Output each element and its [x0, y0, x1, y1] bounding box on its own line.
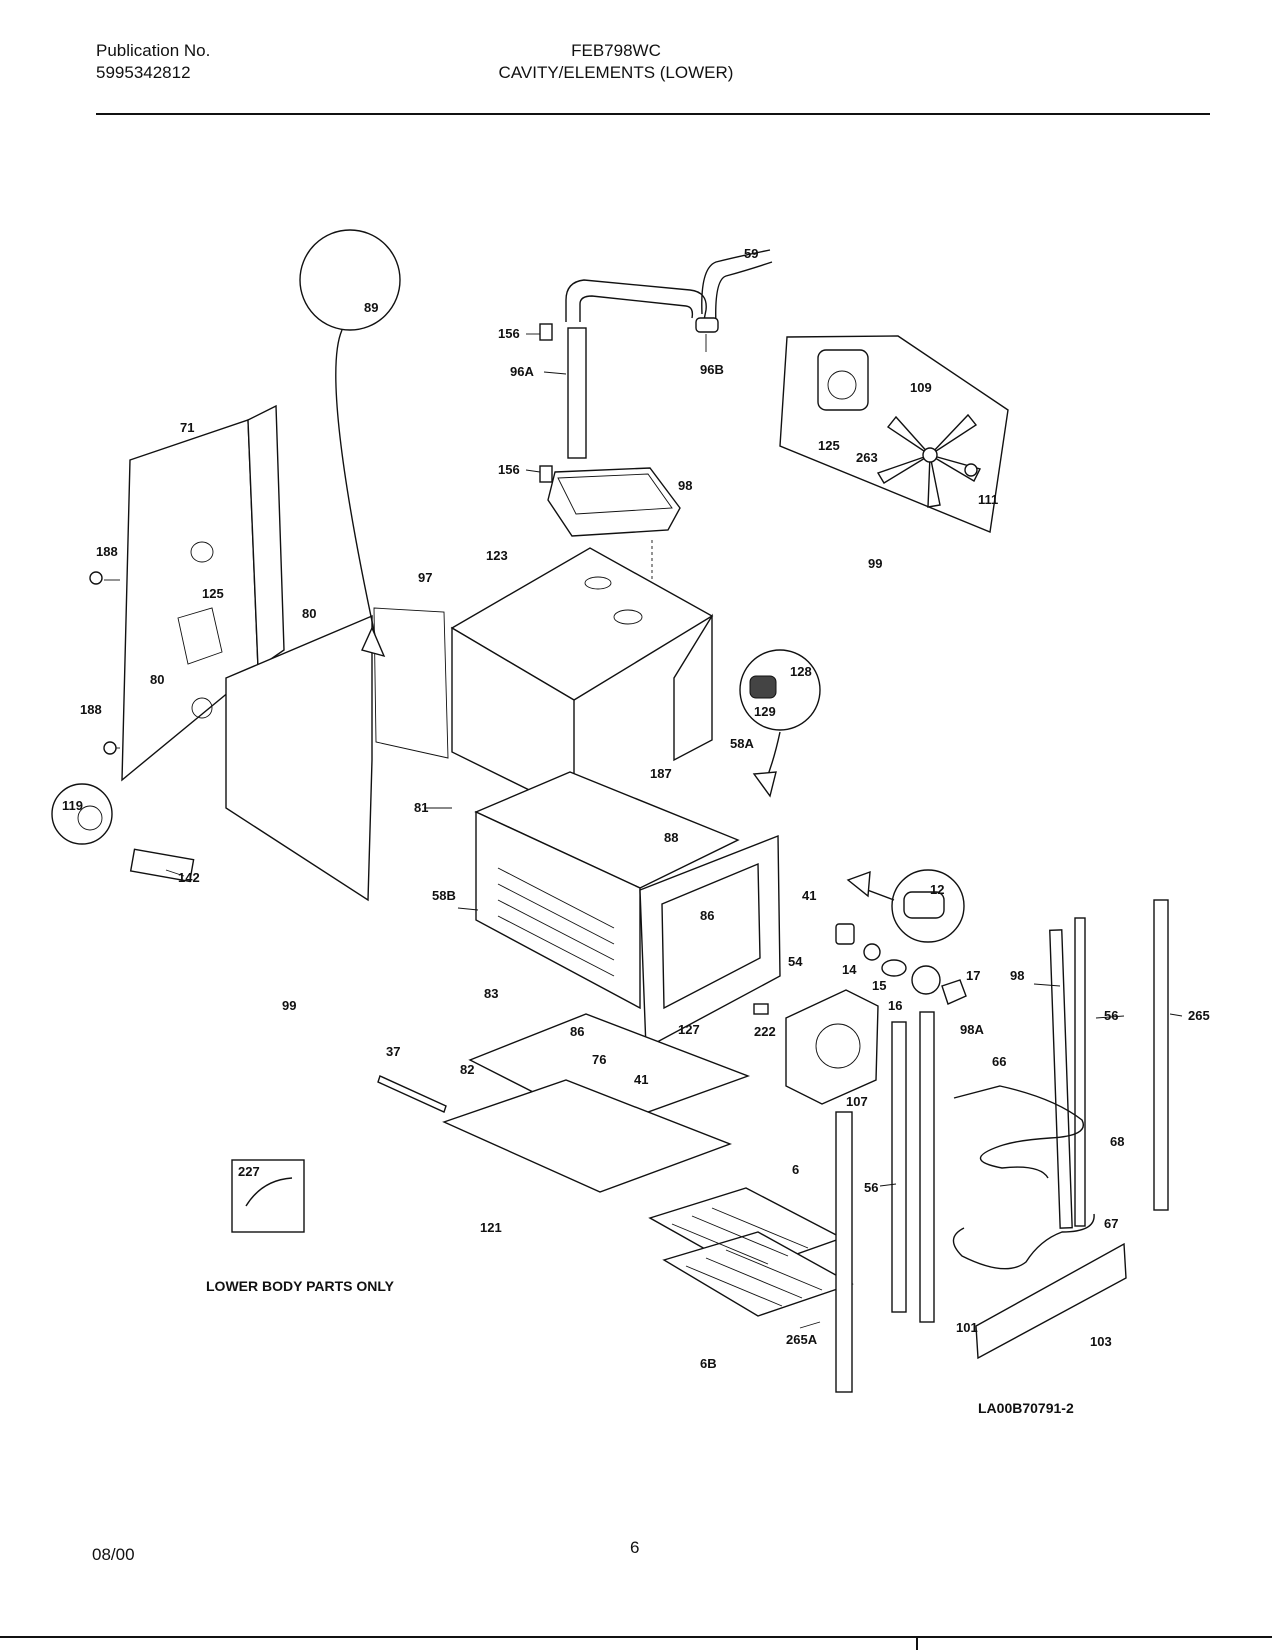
publication-label: Publication No. — [96, 41, 211, 60]
callout-127: 127 — [678, 1022, 700, 1037]
callout-125b: 125 — [202, 586, 224, 601]
callout-81: 81 — [414, 800, 428, 815]
callout-96b: 96B — [700, 362, 724, 377]
callout-188: 188 — [96, 544, 118, 559]
page-number: 6 — [630, 1538, 640, 1557]
callout-99: 99 — [868, 556, 882, 571]
door-frame — [639, 834, 781, 1050]
callout-263: 263 — [856, 450, 878, 465]
callout-156: 156 — [498, 326, 520, 341]
callout-67: 67 — [1104, 1216, 1118, 1231]
callout-15: 15 — [872, 978, 886, 993]
callout-97: 97 — [418, 570, 432, 585]
detail-circle-129 — [739, 649, 821, 798]
callout-125: 125 — [818, 438, 840, 453]
leader-lines — [104, 333, 1183, 1329]
callout-56: 56 — [1104, 1008, 1118, 1023]
convection-fan-assembly — [779, 335, 1009, 533]
small-parts — [89, 323, 967, 1113]
callout-96a: 96A — [510, 364, 534, 379]
callout-123: 123 — [486, 548, 508, 563]
vent-box — [547, 467, 681, 610]
oven-racks — [648, 1187, 854, 1317]
callout-83: 83 — [484, 986, 498, 1001]
callout-119: 119 — [62, 798, 83, 813]
callout-222: 222 — [754, 1024, 776, 1039]
side-panel — [225, 607, 449, 902]
callout-82: 82 — [460, 1062, 474, 1077]
callout-66: 66 — [992, 1054, 1006, 1069]
callout-265a: 265A — [786, 1332, 818, 1347]
callout-227: 227 — [238, 1164, 260, 1179]
callout-98b: 98 — [1010, 968, 1024, 983]
callout-188b: 188 — [80, 702, 102, 717]
detail-circle-119 — [51, 783, 113, 845]
callout-58a: 58A — [730, 736, 754, 751]
rear-panel — [121, 404, 285, 782]
callout-80: 80 — [302, 606, 316, 621]
callout-98: 98 — [678, 478, 692, 493]
publication-number: 5995342812 — [96, 63, 191, 82]
callout-6b: 6B — [700, 1356, 717, 1371]
callout-16: 16 — [888, 998, 902, 1013]
publication-date: 08/00 — [92, 1545, 135, 1564]
title-block: FEB798WC CAVITY/ELEMENTS (LOWER) — [0, 40, 1272, 84]
diagram-code: LA00B70791-2 — [978, 1400, 1074, 1416]
callout-265: 265 — [1188, 1008, 1210, 1023]
callout-labels: 59 156 96A 96B 156 98 125 263 109 111 71… — [62, 246, 1210, 1371]
callout-58b: 58B — [432, 888, 456, 903]
callout-129: 129 — [754, 704, 776, 719]
callout-71: 71 — [180, 420, 194, 435]
callout-128: 128 — [790, 664, 812, 679]
callout-156b: 156 — [498, 462, 520, 477]
cavity-top-shell — [450, 547, 714, 814]
callout-101: 101 — [956, 1320, 978, 1335]
callout-41: 41 — [802, 888, 816, 903]
callout-6: 6 — [792, 1162, 799, 1177]
callout-107: 107 — [846, 1094, 868, 1109]
callout-142: 142 — [178, 870, 200, 885]
callout-80b: 80 — [150, 672, 164, 687]
header-rule — [96, 113, 1210, 115]
detail-circle-12 — [846, 869, 965, 943]
bottom-trim — [975, 1242, 1127, 1360]
fan-cover — [785, 989, 879, 1105]
callout-37: 37 — [386, 1044, 400, 1059]
vent-duct — [565, 249, 773, 459]
callout-88: 88 — [664, 830, 678, 845]
callout-86b: 86 — [570, 1024, 584, 1039]
callout-187: 187 — [650, 766, 672, 781]
callout-86: 86 — [700, 908, 714, 923]
callout-12: 12 — [930, 882, 944, 897]
model-number: FEB798WC — [571, 41, 661, 60]
callout-103: 103 — [1090, 1334, 1112, 1349]
section-title: CAVITY/ELEMENTS (LOWER) — [498, 63, 734, 82]
callout-56b: 56 — [864, 1180, 878, 1195]
callout-17: 17 — [966, 968, 980, 983]
vertical-trims — [835, 899, 1169, 1393]
bottom-panels — [442, 1013, 751, 1193]
callout-68: 68 — [1110, 1134, 1124, 1149]
callout-99b: 99 — [282, 998, 296, 1013]
callout-98a: 98A — [960, 1022, 984, 1037]
footer-rule — [0, 1636, 1272, 1638]
callout-54: 54 — [788, 954, 803, 969]
publication-block: Publication No. 5995342812 — [96, 40, 210, 84]
detail-box-227 — [231, 1159, 305, 1233]
detail-circle-89 — [299, 229, 401, 658]
oven-cavity — [474, 771, 740, 1010]
callout-76: 76 — [592, 1052, 606, 1067]
footer-tick — [916, 1636, 918, 1650]
lower-body-note: LOWER BODY PARTS ONLY — [206, 1278, 394, 1294]
callout-41b: 41 — [634, 1072, 648, 1087]
callout-89: 89 — [364, 300, 378, 315]
callout-111: 111 — [978, 492, 998, 507]
callout-14: 14 — [842, 962, 857, 977]
callout-121: 121 — [480, 1220, 502, 1235]
callout-59: 59 — [744, 246, 758, 261]
heating-elements — [952, 1085, 1095, 1270]
callout-109: 109 — [910, 380, 932, 395]
